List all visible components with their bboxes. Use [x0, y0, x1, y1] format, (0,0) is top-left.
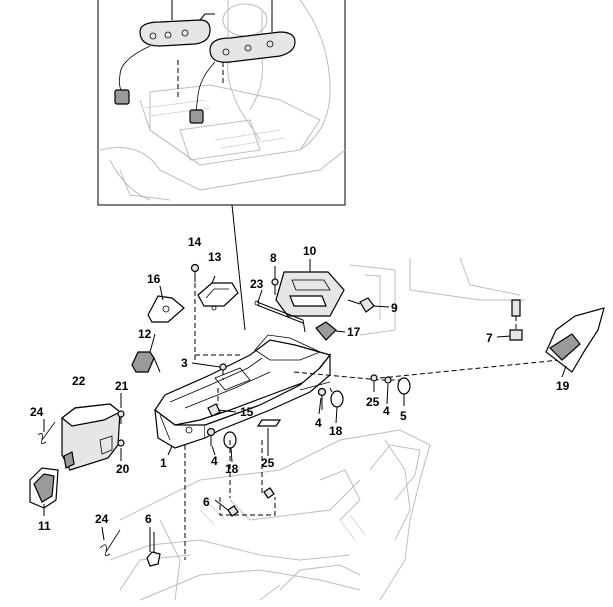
callout-3: 3 [181, 356, 188, 370]
callout-19: 19 [556, 379, 570, 393]
callout-18a: 18 [225, 462, 239, 476]
center-console-part-1 [154, 334, 332, 449]
callout-17: 17 [347, 325, 361, 339]
rod-part-23 [254, 300, 306, 333]
clip-part-6a [219, 487, 276, 517]
callout-25a: 25 [261, 456, 275, 470]
callout-22: 22 [72, 374, 86, 388]
clip-part-12 [131, 351, 161, 373]
side-panel-part-19 [545, 307, 605, 373]
callout-21: 21 [115, 379, 129, 393]
callout-8: 8 [270, 251, 277, 265]
cap-part-18b [330, 390, 344, 408]
callout-25b: 25 [366, 395, 380, 409]
callout-labels: 14 13 16 12 3 22 21 24 20 1 11 15 4 18 2… [30, 235, 570, 533]
ghost-vehicle-body [109, 257, 525, 601]
callout-10: 10 [303, 244, 317, 258]
switch-block-part-10 [275, 271, 345, 317]
callout-24b: 24 [95, 512, 109, 526]
spring-clip-part-24a [37, 421, 56, 444]
callout-12: 12 [138, 327, 152, 341]
callout-6a: 6 [203, 495, 210, 509]
nut-part-25b [370, 374, 378, 382]
callout-4a: 4 [211, 454, 218, 468]
insert-part-11 [29, 467, 59, 509]
screw-part-14 [190, 263, 200, 360]
spring-clip-part-24b [99, 529, 121, 556]
armrest-part-22 [61, 403, 122, 471]
clip-part-17 [315, 321, 337, 341]
cover-part-25a [256, 419, 282, 427]
clip-part-7 [509, 299, 523, 341]
nut-part-20 [117, 439, 125, 447]
callout-14: 14 [188, 235, 202, 249]
callout-7: 7 [486, 331, 493, 345]
callout-11: 11 [38, 519, 51, 533]
clip-part-15 [207, 388, 221, 417]
bolt-part-4a [206, 427, 216, 446]
callout-24a: 24 [30, 405, 44, 419]
callout-6b: 6 [145, 512, 152, 526]
callout-4b: 4 [315, 416, 322, 430]
callout-15: 15 [240, 405, 254, 419]
callout-9: 9 [391, 301, 398, 315]
callout-16: 16 [147, 272, 161, 286]
callout-4c: 4 [383, 404, 390, 418]
bolt-part-4b [317, 387, 327, 410]
clip-part-6b [146, 532, 161, 567]
callout-5: 5 [400, 409, 407, 423]
bracket-part-16 [147, 295, 185, 323]
cap-part-5 [397, 377, 411, 395]
callout-1: 1 [160, 456, 167, 470]
callout-18b: 18 [329, 424, 343, 438]
callout-13: 13 [208, 250, 222, 264]
screw-part-8 [271, 278, 279, 295]
callout-20: 20 [116, 462, 130, 476]
callout-leaders [43, 259, 567, 552]
bolt-part-4c [384, 376, 392, 384]
callout-23: 23 [250, 277, 264, 291]
screw-part-21 [117, 410, 125, 424]
